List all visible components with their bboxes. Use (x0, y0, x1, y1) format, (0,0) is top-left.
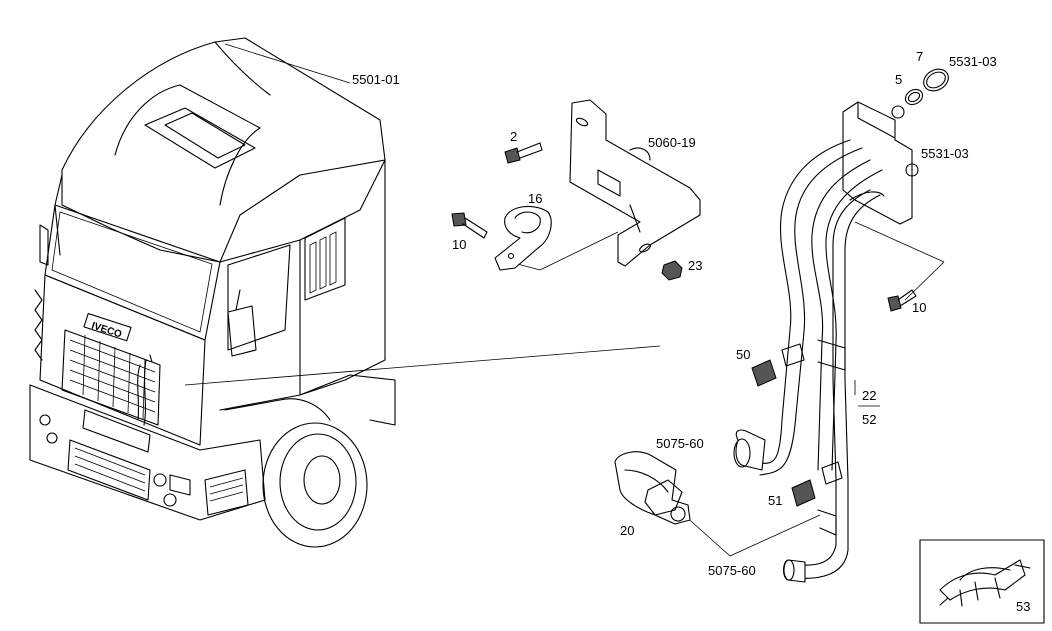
leader-lines (184, 43, 945, 557)
label-cap-50: 50 (736, 347, 750, 362)
label-pipe-22: 22 (862, 388, 876, 403)
label-clamp: 16 (528, 191, 542, 206)
label-ring-5: 5 (895, 72, 902, 87)
label-flange-ref-mid: 5531-03 (921, 146, 969, 161)
label-bolt-right: 10 (912, 300, 926, 315)
label-bracket: 5060-19 (648, 135, 696, 150)
truck-cab-drawing: IVECO (29, 37, 396, 548)
label-connector-bottom: 5075-60 (708, 563, 756, 578)
label-connector-top: 5075-60 (656, 436, 704, 451)
label-cab: 5501-01 (352, 72, 400, 87)
inset-box (919, 539, 1045, 624)
label-screw-top: 2 (510, 129, 517, 144)
label-cap-51: 51 (768, 493, 782, 508)
coolant-pipe-assembly (614, 68, 949, 583)
callout-labels: 5501-01 5060-19 2 16 10 23 7 5 5531-03 5… (352, 49, 1030, 614)
label-fitting: 20 (620, 523, 634, 538)
label-nut: 23 (688, 258, 702, 273)
label-pipe-52: 52 (862, 412, 876, 427)
label-ring-7: 7 (916, 49, 923, 64)
label-bolt-left: 10 (452, 237, 466, 252)
label-inset: 53 (1016, 599, 1030, 614)
bracket-assembly (451, 99, 701, 281)
label-flange-ref-top: 5531-03 (949, 54, 997, 69)
